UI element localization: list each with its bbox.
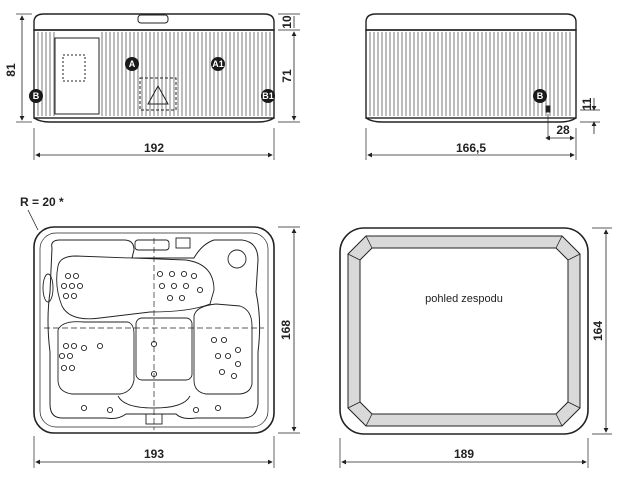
jet-icon bbox=[158, 282, 166, 290]
top-view-labels: R = 20 * 193 168 bbox=[20, 195, 293, 461]
jet-icon bbox=[156, 270, 164, 278]
jet-icon bbox=[60, 364, 68, 372]
jet-icon bbox=[150, 370, 158, 378]
jet-icon bbox=[106, 406, 114, 414]
jet-icon bbox=[178, 294, 186, 302]
jet-icon bbox=[150, 340, 158, 348]
bottom-view-caption: pohled zespodu bbox=[425, 293, 503, 305]
jet-icon bbox=[62, 342, 70, 350]
marker-b1: B1 bbox=[261, 89, 275, 103]
jet-icon bbox=[180, 270, 188, 278]
front-top-label: 10 bbox=[280, 15, 294, 29]
front-height-label: 81 bbox=[4, 63, 18, 77]
side-width-label: 166,5 bbox=[456, 141, 486, 155]
jet-icon bbox=[60, 282, 68, 290]
front-view-door bbox=[54, 37, 100, 115]
jet-icon bbox=[220, 336, 228, 344]
front-view-slats bbox=[37, 32, 271, 116]
pillow-left bbox=[42, 273, 54, 303]
jet-icon bbox=[210, 336, 218, 344]
jet-icon bbox=[66, 352, 74, 360]
jet-icon bbox=[168, 270, 176, 278]
jet-icon bbox=[68, 364, 76, 372]
jet-icon bbox=[170, 282, 178, 290]
front-view-vent bbox=[62, 54, 86, 82]
top-view-jets bbox=[58, 270, 242, 414]
jet-icon bbox=[64, 272, 72, 280]
jet-icon bbox=[196, 286, 204, 294]
side-offset-label: 28 bbox=[556, 123, 570, 137]
jet-icon bbox=[96, 342, 104, 350]
jet-icon bbox=[192, 406, 200, 414]
jet-icon bbox=[214, 352, 222, 360]
side-view-lid bbox=[365, 13, 577, 31]
svg-text:B: B bbox=[537, 91, 544, 101]
jet-icon bbox=[182, 282, 190, 290]
jet-icon bbox=[62, 292, 70, 300]
front-view-warning-sign bbox=[147, 84, 169, 105]
footwell bbox=[135, 317, 193, 381]
svg-text:B1: B1 bbox=[262, 91, 274, 101]
top-view bbox=[27, 209, 300, 468]
svg-text:B: B bbox=[33, 91, 40, 101]
jet-icon bbox=[80, 404, 88, 412]
bottom-depth-label: 164 bbox=[591, 321, 605, 341]
bottom-view-labels: pohled zespodu 189 164 bbox=[425, 293, 605, 461]
top-depth-label: 168 bbox=[279, 320, 293, 340]
side-view-slats bbox=[369, 32, 571, 116]
bottom-view-inner bbox=[359, 247, 569, 415]
right-seat bbox=[193, 303, 253, 395]
step bbox=[117, 395, 191, 409]
jet-icon bbox=[166, 294, 174, 302]
lounger-seat bbox=[56, 255, 215, 320]
jet-icon bbox=[70, 342, 78, 350]
side-small-label: 11 bbox=[580, 97, 594, 110]
front-view-labels: 192 81 10 71 A A1 B B1 bbox=[4, 15, 294, 155]
marker-a1: A1 bbox=[211, 57, 225, 71]
bottom-view bbox=[339, 227, 612, 468]
top-width-label: 193 bbox=[144, 447, 164, 461]
bottom-width-label: 189 bbox=[454, 447, 474, 461]
marker-side-b: B bbox=[533, 89, 547, 103]
filter bbox=[227, 249, 247, 269]
jet-icon bbox=[190, 272, 198, 280]
marker-a: A bbox=[125, 57, 139, 71]
top-view-outline bbox=[33, 226, 275, 434]
marker-b: B bbox=[29, 89, 43, 103]
jet-icon bbox=[68, 282, 76, 290]
side-view-labels: 166,5 11 28 B bbox=[456, 89, 594, 155]
left-seat bbox=[57, 321, 135, 395]
front-width-label: 192 bbox=[144, 141, 164, 155]
jet-icon bbox=[224, 352, 232, 360]
jet-icon bbox=[234, 360, 242, 368]
front-view-warning-box bbox=[139, 77, 177, 111]
jet-icon bbox=[80, 344, 88, 352]
svg-text:A: A bbox=[129, 59, 136, 69]
side-outlet bbox=[545, 105, 551, 113]
radius-note: R = 20 * bbox=[20, 195, 64, 209]
front-view-control-panel bbox=[137, 14, 169, 24]
jet-icon bbox=[234, 346, 242, 354]
front-view-body bbox=[33, 29, 275, 119]
bottom-view-outline bbox=[339, 227, 589, 435]
top-view-shell bbox=[47, 239, 261, 419]
front-body-label: 71 bbox=[280, 69, 294, 83]
top-control-panel bbox=[134, 239, 170, 251]
jet-icon bbox=[70, 292, 78, 300]
jet-icon bbox=[230, 372, 238, 380]
side-view bbox=[365, 13, 600, 160]
jet-icon bbox=[58, 352, 66, 360]
front-view-lid bbox=[33, 13, 275, 31]
side-view-body bbox=[365, 29, 577, 119]
jet-icon bbox=[76, 282, 84, 290]
jet-icon bbox=[72, 272, 80, 280]
svg-text:A1: A1 bbox=[212, 59, 224, 69]
jet-icon bbox=[218, 368, 226, 376]
jet-icon bbox=[214, 404, 222, 412]
front-view bbox=[16, 13, 300, 160]
